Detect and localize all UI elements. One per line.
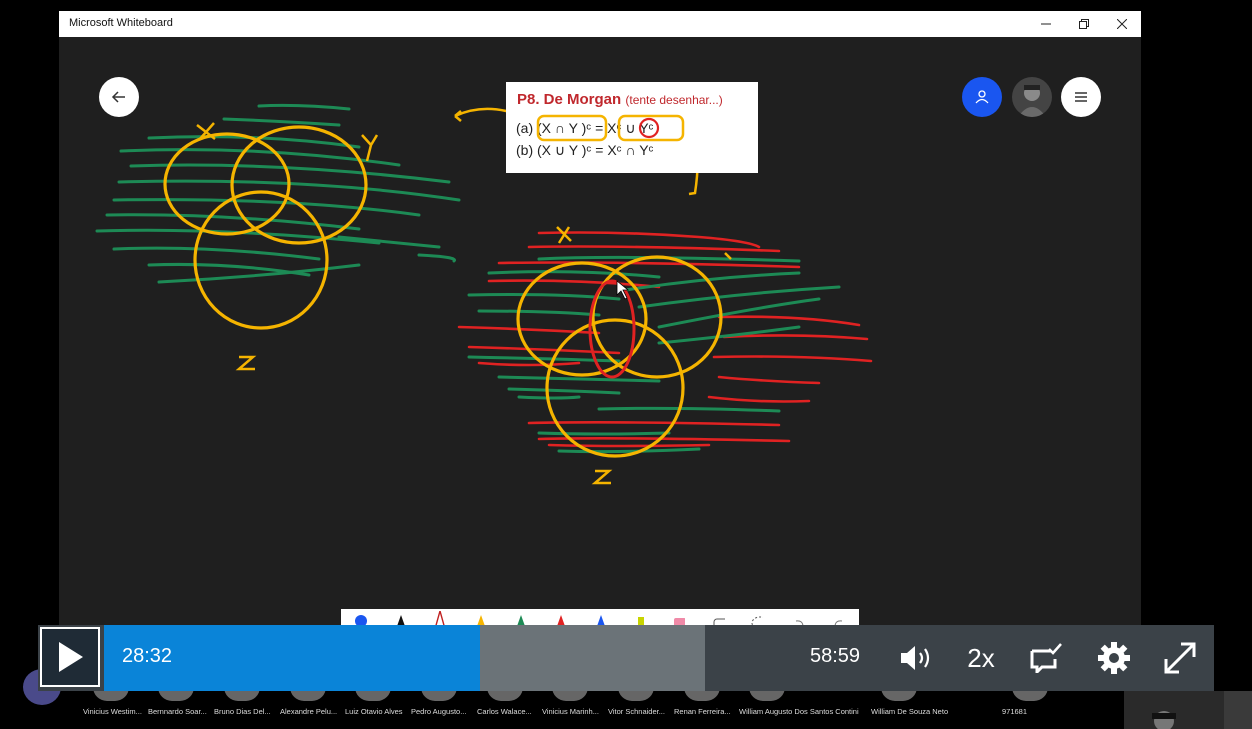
left-venn-diagram — [95, 103, 461, 371]
close-button[interactable] — [1103, 11, 1141, 37]
progress-played[interactable] — [104, 625, 480, 691]
playback-speed-button[interactable]: 2x — [967, 642, 995, 673]
avatar-photo-icon — [1018, 85, 1046, 117]
arrow-left-icon — [111, 91, 125, 103]
lasso-select-icon[interactable] — [751, 615, 763, 629]
hamburger-menu-icon — [1075, 92, 1087, 102]
participant-name: Luiz Otavio Alves — [345, 707, 403, 716]
participant-name: Renan Ferreira... — [674, 707, 731, 716]
mouse-cursor-icon — [616, 280, 630, 300]
volume-button[interactable] — [888, 625, 944, 691]
right-letters — [556, 226, 732, 485]
close-icon — [1117, 19, 1127, 29]
pen-red-icon[interactable] — [433, 611, 445, 625]
intersection-highlight — [588, 279, 636, 379]
right-venn-diagram — [457, 226, 873, 485]
account-avatar[interactable] — [1012, 77, 1052, 117]
participant-name: 971681 — [1002, 707, 1028, 716]
menu-button[interactable] — [1061, 77, 1101, 117]
participant-name: Vitor Schnaider... — [608, 707, 665, 716]
set-y-circle — [230, 125, 368, 245]
slide-image[interactable]: P8. De Morgan (tente desenhar...) (a) (X… — [506, 82, 758, 173]
user-icon — [975, 90, 989, 104]
whiteboard-window: Microsoft Whiteboard — [59, 11, 1141, 651]
participant-name: Bruno Dias Del... — [214, 707, 271, 716]
set-z-circle — [193, 190, 329, 330]
participant-name: Vinicius Westim... — [83, 707, 142, 716]
slide-subtitle: (tente desenhar...) — [625, 93, 723, 107]
right-red-shading — [457, 231, 873, 448]
set-x-circle — [163, 132, 291, 236]
invite-user-button[interactable] — [962, 77, 1002, 117]
color-picker-icon[interactable] — [355, 615, 367, 627]
set-y-circle-right — [591, 255, 723, 379]
whiteboard-canvas[interactable]: P8. De Morgan (tente desenhar...) (a) (X… — [59, 37, 1141, 651]
ink-drawings — [95, 103, 873, 485]
participant-name: Bernnardo Soar... — [148, 707, 207, 716]
minimize-icon — [1041, 23, 1051, 25]
participant-name: Carlos Walace... — [477, 707, 532, 716]
title-bar: Microsoft Whiteboard — [59, 11, 1141, 37]
minimize-button[interactable] — [1027, 11, 1065, 37]
participant-name: Alexandre Pelu... — [280, 707, 338, 716]
highlighter-icon[interactable] — [635, 615, 647, 629]
presenter-camera-thumbnail[interactable] — [1124, 691, 1252, 729]
participant-name: Pedro Augusto... — [411, 707, 467, 716]
slide-ink-marks — [536, 114, 685, 142]
captions-button[interactable] — [1018, 625, 1074, 691]
restore-button[interactable] — [1065, 11, 1103, 37]
video-player-controls: 28:32 58:59 2x — [38, 625, 1214, 691]
set-z-circle-right — [545, 318, 685, 458]
restore-icon — [1079, 19, 1089, 29]
volume-icon — [901, 646, 930, 670]
participants-strip: Vinicius Westim... Bernnardo Soar... Bruno… — [0, 687, 1252, 729]
fullscreen-button[interactable] — [1152, 625, 1208, 691]
expand-icon — [1164, 642, 1196, 674]
left-letters — [196, 122, 379, 371]
progress-buffered[interactable] — [480, 625, 705, 691]
play-button[interactable] — [40, 627, 100, 687]
current-time: 28:32 — [122, 645, 173, 667]
chat-check-icon — [1030, 643, 1062, 673]
participant-name: William Augusto Dos Santos Contini — [739, 707, 859, 716]
settings-button[interactable] — [1086, 625, 1142, 691]
back-button[interactable] — [99, 77, 139, 117]
slide-line-b: (b) (X ∪ Y )ᶜ = Xᶜ ∩ Yᶜ — [516, 142, 654, 158]
ruler-icon[interactable] — [713, 615, 725, 629]
slide-title: P8. De Morgan — [517, 91, 622, 108]
participant-name: Vinicius Marinh... — [542, 707, 599, 716]
window-title: Microsoft Whiteboard — [69, 17, 173, 29]
set-x-circle-right — [516, 261, 648, 377]
gear-icon — [1098, 642, 1130, 674]
participant-name: William De Souza Neto — [871, 707, 949, 716]
presenter-video-icon — [1152, 691, 1252, 729]
play-icon — [59, 642, 83, 672]
right-green-shading — [467, 255, 841, 454]
duration: 58:59 — [810, 645, 861, 667]
